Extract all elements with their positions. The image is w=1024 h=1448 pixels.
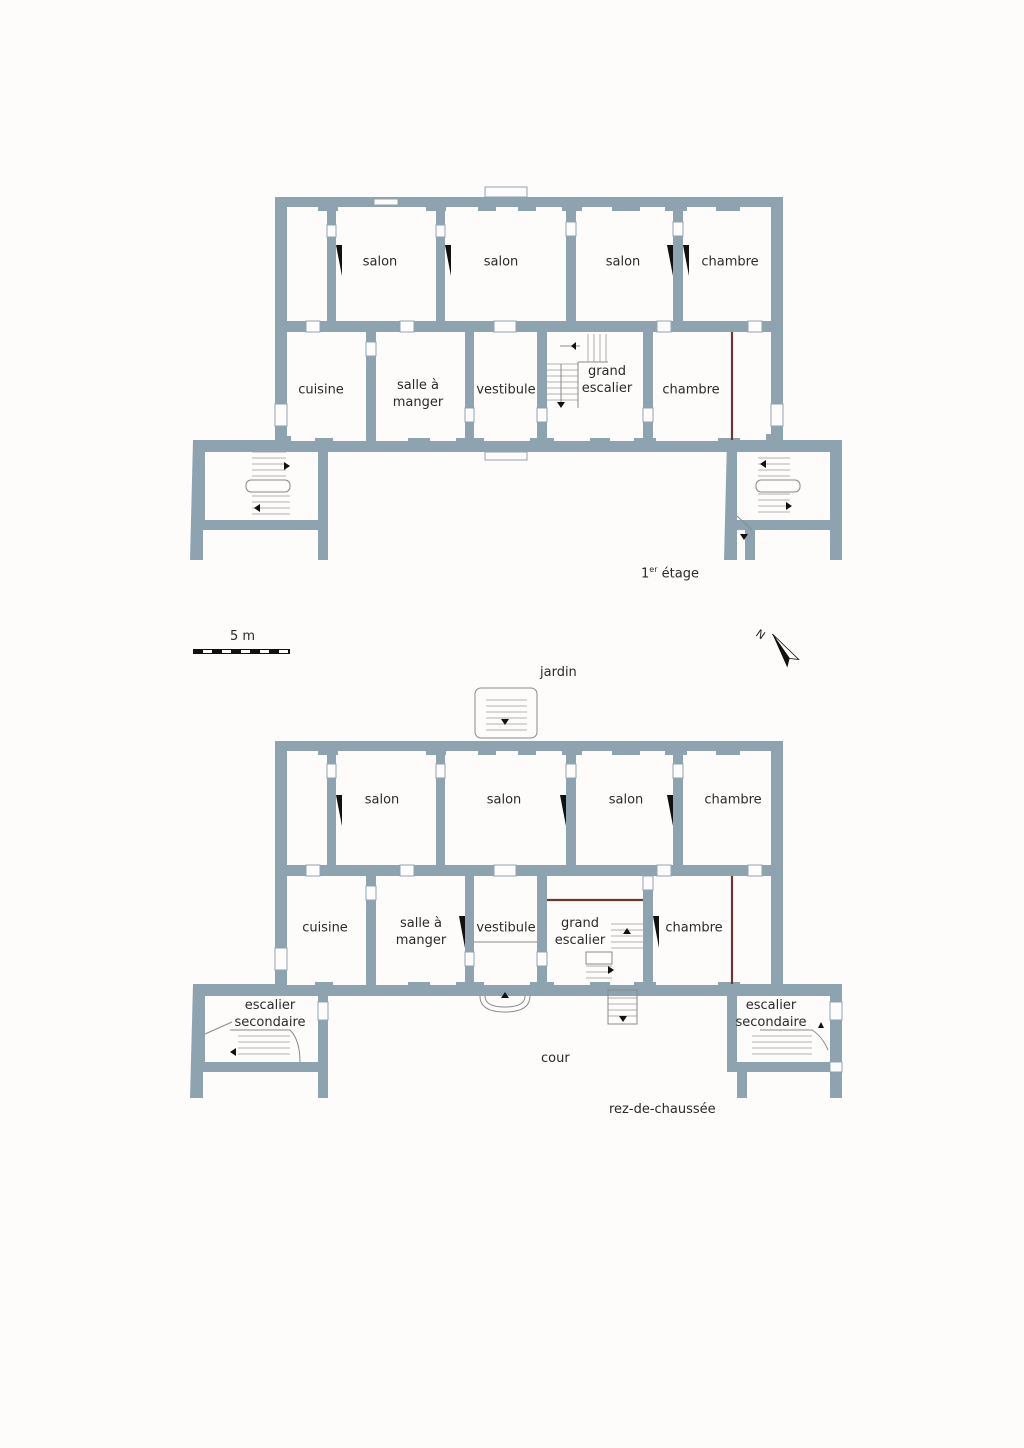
scale-label: 5 m (230, 629, 256, 644)
room-label-cuisine: cuisine (302, 920, 348, 936)
room-label-cuisine: cuisine (298, 382, 344, 398)
room-label-vestibule: vestibule (476, 382, 536, 398)
room-label-salle-a-manger: salle à manger (395, 916, 447, 948)
ground-floor-caption: rez-de-chaussée (609, 1102, 716, 1117)
first-floor-caption: 1er étage (641, 565, 699, 582)
room-label-salon-2: salon (483, 254, 519, 270)
north-arrow-icon (772, 633, 800, 668)
room-label-chambre-2: chambre (665, 920, 723, 936)
first-floor-plan (190, 186, 842, 560)
room-label-chambre-1: chambre (701, 254, 759, 270)
room-label-chambre-2: chambre (662, 382, 720, 398)
cour-label: cour (541, 1051, 570, 1066)
ground-floor-plan (190, 687, 843, 1098)
room-label-salon-1: salon (362, 254, 398, 270)
jardin-label: jardin (540, 665, 577, 680)
room-label-grand-escalier: grand escalier (554, 916, 606, 948)
room-label-salon-2: salon (486, 792, 522, 808)
room-label-salle-a-manger: salle à manger (392, 378, 444, 410)
scale-bar (193, 649, 290, 654)
room-label-escalier-secondaire-right: escalier secondaire (735, 998, 807, 1030)
room-label-salon-3: salon (605, 254, 641, 270)
room-label-escalier-secondaire-left: escalier secondaire (234, 998, 306, 1030)
room-label-chambre-1: chambre (704, 792, 762, 808)
room-label-grand-escalier: grand escalier (581, 364, 633, 396)
room-label-salon-3: salon (608, 792, 644, 808)
room-label-vestibule: vestibule (476, 920, 536, 936)
room-label-salon-1: salon (364, 792, 400, 808)
